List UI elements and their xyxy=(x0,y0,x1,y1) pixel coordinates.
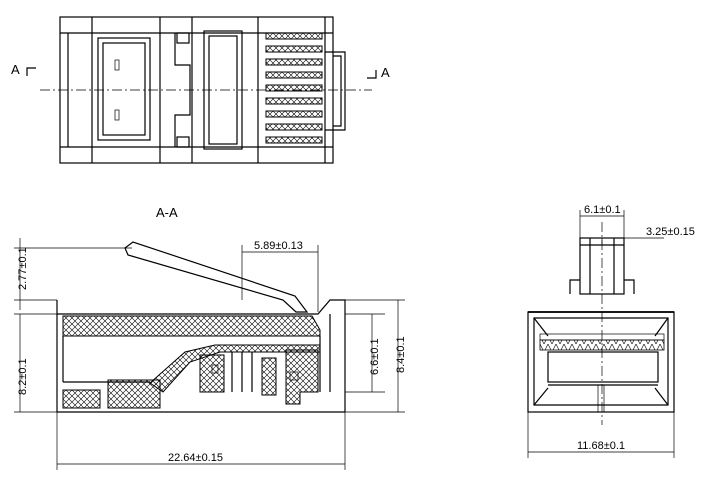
dim-latch-width: 6.1±0.1 xyxy=(584,204,621,216)
dim-latch-height: 2.77±0.1 xyxy=(17,247,29,290)
section-marker-right: A xyxy=(381,65,390,80)
dim-latch-offset: 5.89±0.13 xyxy=(254,240,303,252)
section-view: A-A 2.77±0.1 5.89±0 xyxy=(14,205,407,470)
dim-body-height: 8.2±0.1 xyxy=(17,358,29,395)
contact-pins xyxy=(265,32,323,144)
dim-overall-length: 22.64±0.15 xyxy=(168,452,223,464)
section-title: A-A xyxy=(156,205,178,220)
dim-latch-position: 3.25±0.15 xyxy=(646,226,695,238)
top-view: A A xyxy=(11,16,390,164)
section-marker-left: A xyxy=(11,62,20,77)
dim-inner-height: 6.6±0.1 xyxy=(369,338,381,375)
dim-body-width: 11.68±0.1 xyxy=(577,440,625,452)
dim-overall-height: 8.4±0.1 xyxy=(395,336,407,373)
end-view: 6.1±0.1 3.25±0.15 11.68±0.1 xyxy=(527,204,695,458)
